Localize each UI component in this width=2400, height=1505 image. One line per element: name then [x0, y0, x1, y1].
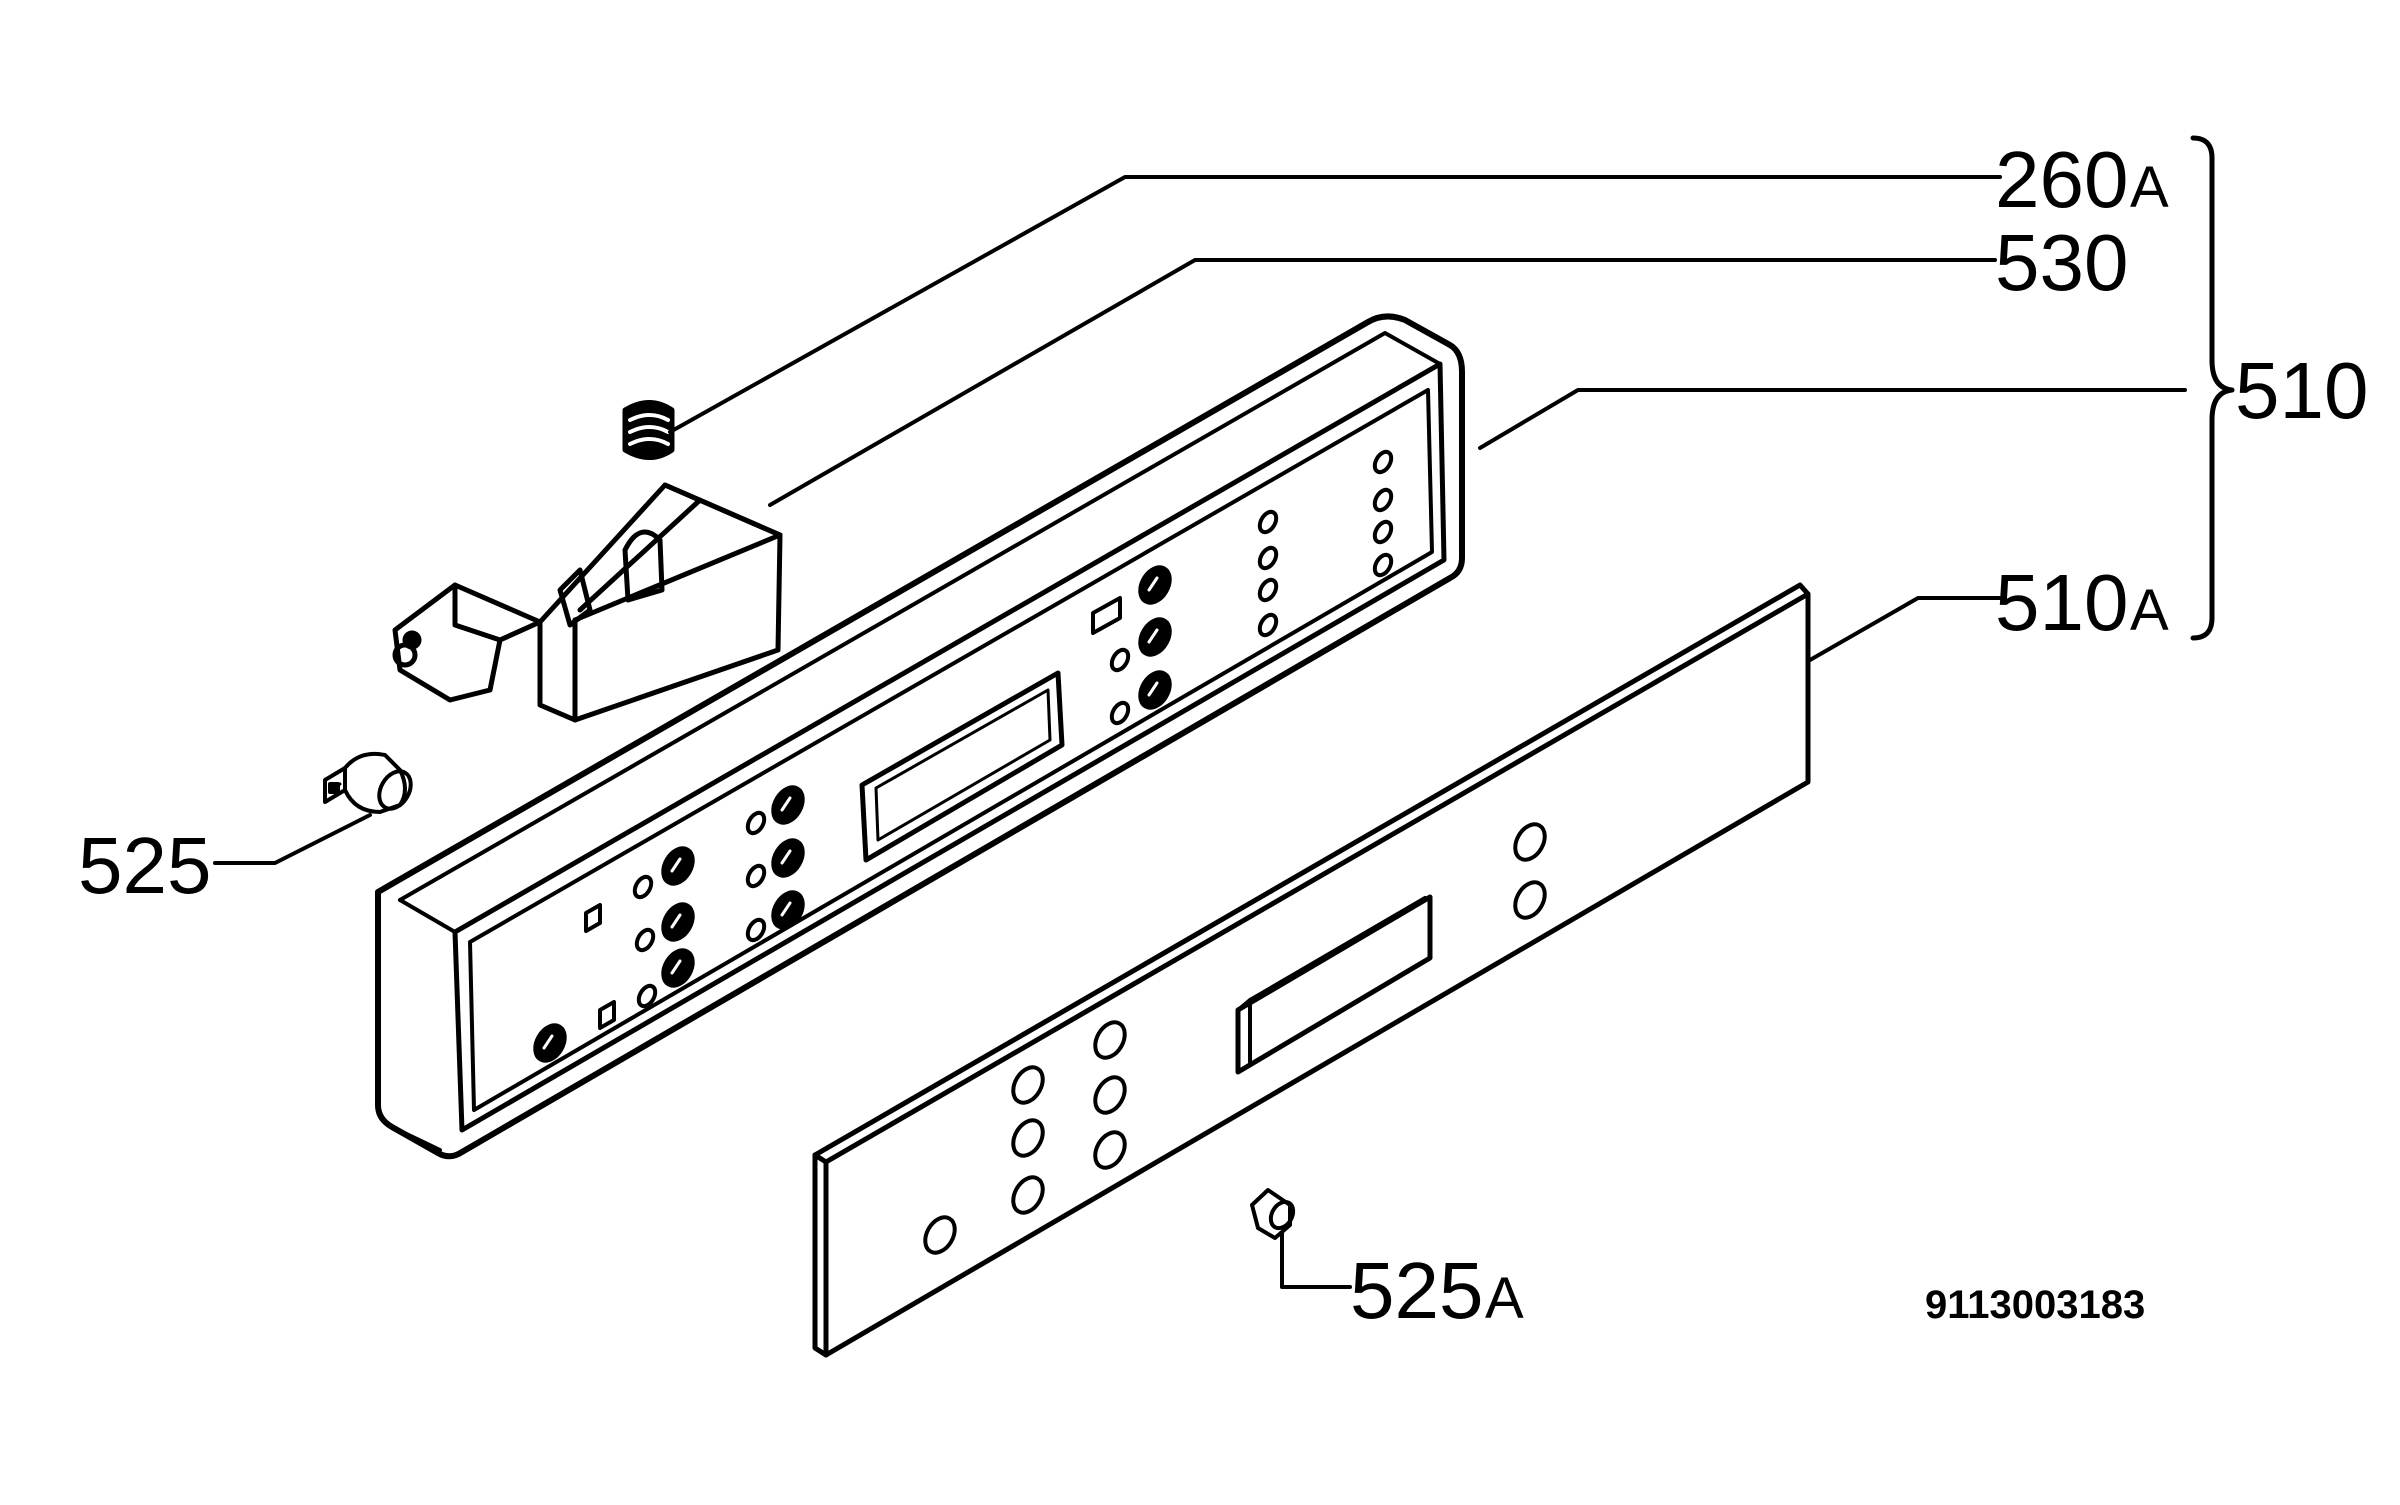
- assembly-brace: [2190, 135, 2235, 641]
- part-suffix-510A: A: [2130, 578, 2169, 643]
- part-label-260A: 260 A: [1995, 135, 2169, 224]
- connector-part: [323, 751, 413, 814]
- fascia-buttons: [923, 822, 1547, 1255]
- part-suffix-525A: A: [1485, 1266, 1524, 1331]
- part-number-530: 530: [1995, 218, 2128, 307]
- part-label-525: 525: [78, 821, 211, 910]
- drawing-number: 9113003183: [1925, 1283, 2145, 1327]
- part-suffix-260A: A: [2130, 155, 2169, 220]
- part-number-510: 510: [2235, 346, 2368, 435]
- part-number-525A-number: 525: [1350, 1246, 1483, 1335]
- part-number-260: 260: [1995, 135, 2128, 224]
- leader-lines: [213, 175, 2187, 1289]
- part-number-525: 525: [78, 821, 211, 910]
- part-label-525A: 525 A: [1350, 1246, 1524, 1335]
- part-label-510A: 510 A: [1995, 558, 2169, 647]
- part-number-510A-number: 510: [1995, 558, 2128, 647]
- front-fascia-plate: [812, 582, 1811, 1358]
- button-cap-part: [1250, 1188, 1296, 1240]
- housing-buttons: [533, 449, 1394, 1063]
- housing-display-window: [859, 670, 1065, 863]
- part-label-530: 530: [1995, 218, 2128, 307]
- part-label-510: 510: [2235, 346, 2368, 435]
- control-bracket: [392, 482, 783, 723]
- spring-part: [622, 400, 675, 460]
- fascia-display-window: [1235, 894, 1433, 1075]
